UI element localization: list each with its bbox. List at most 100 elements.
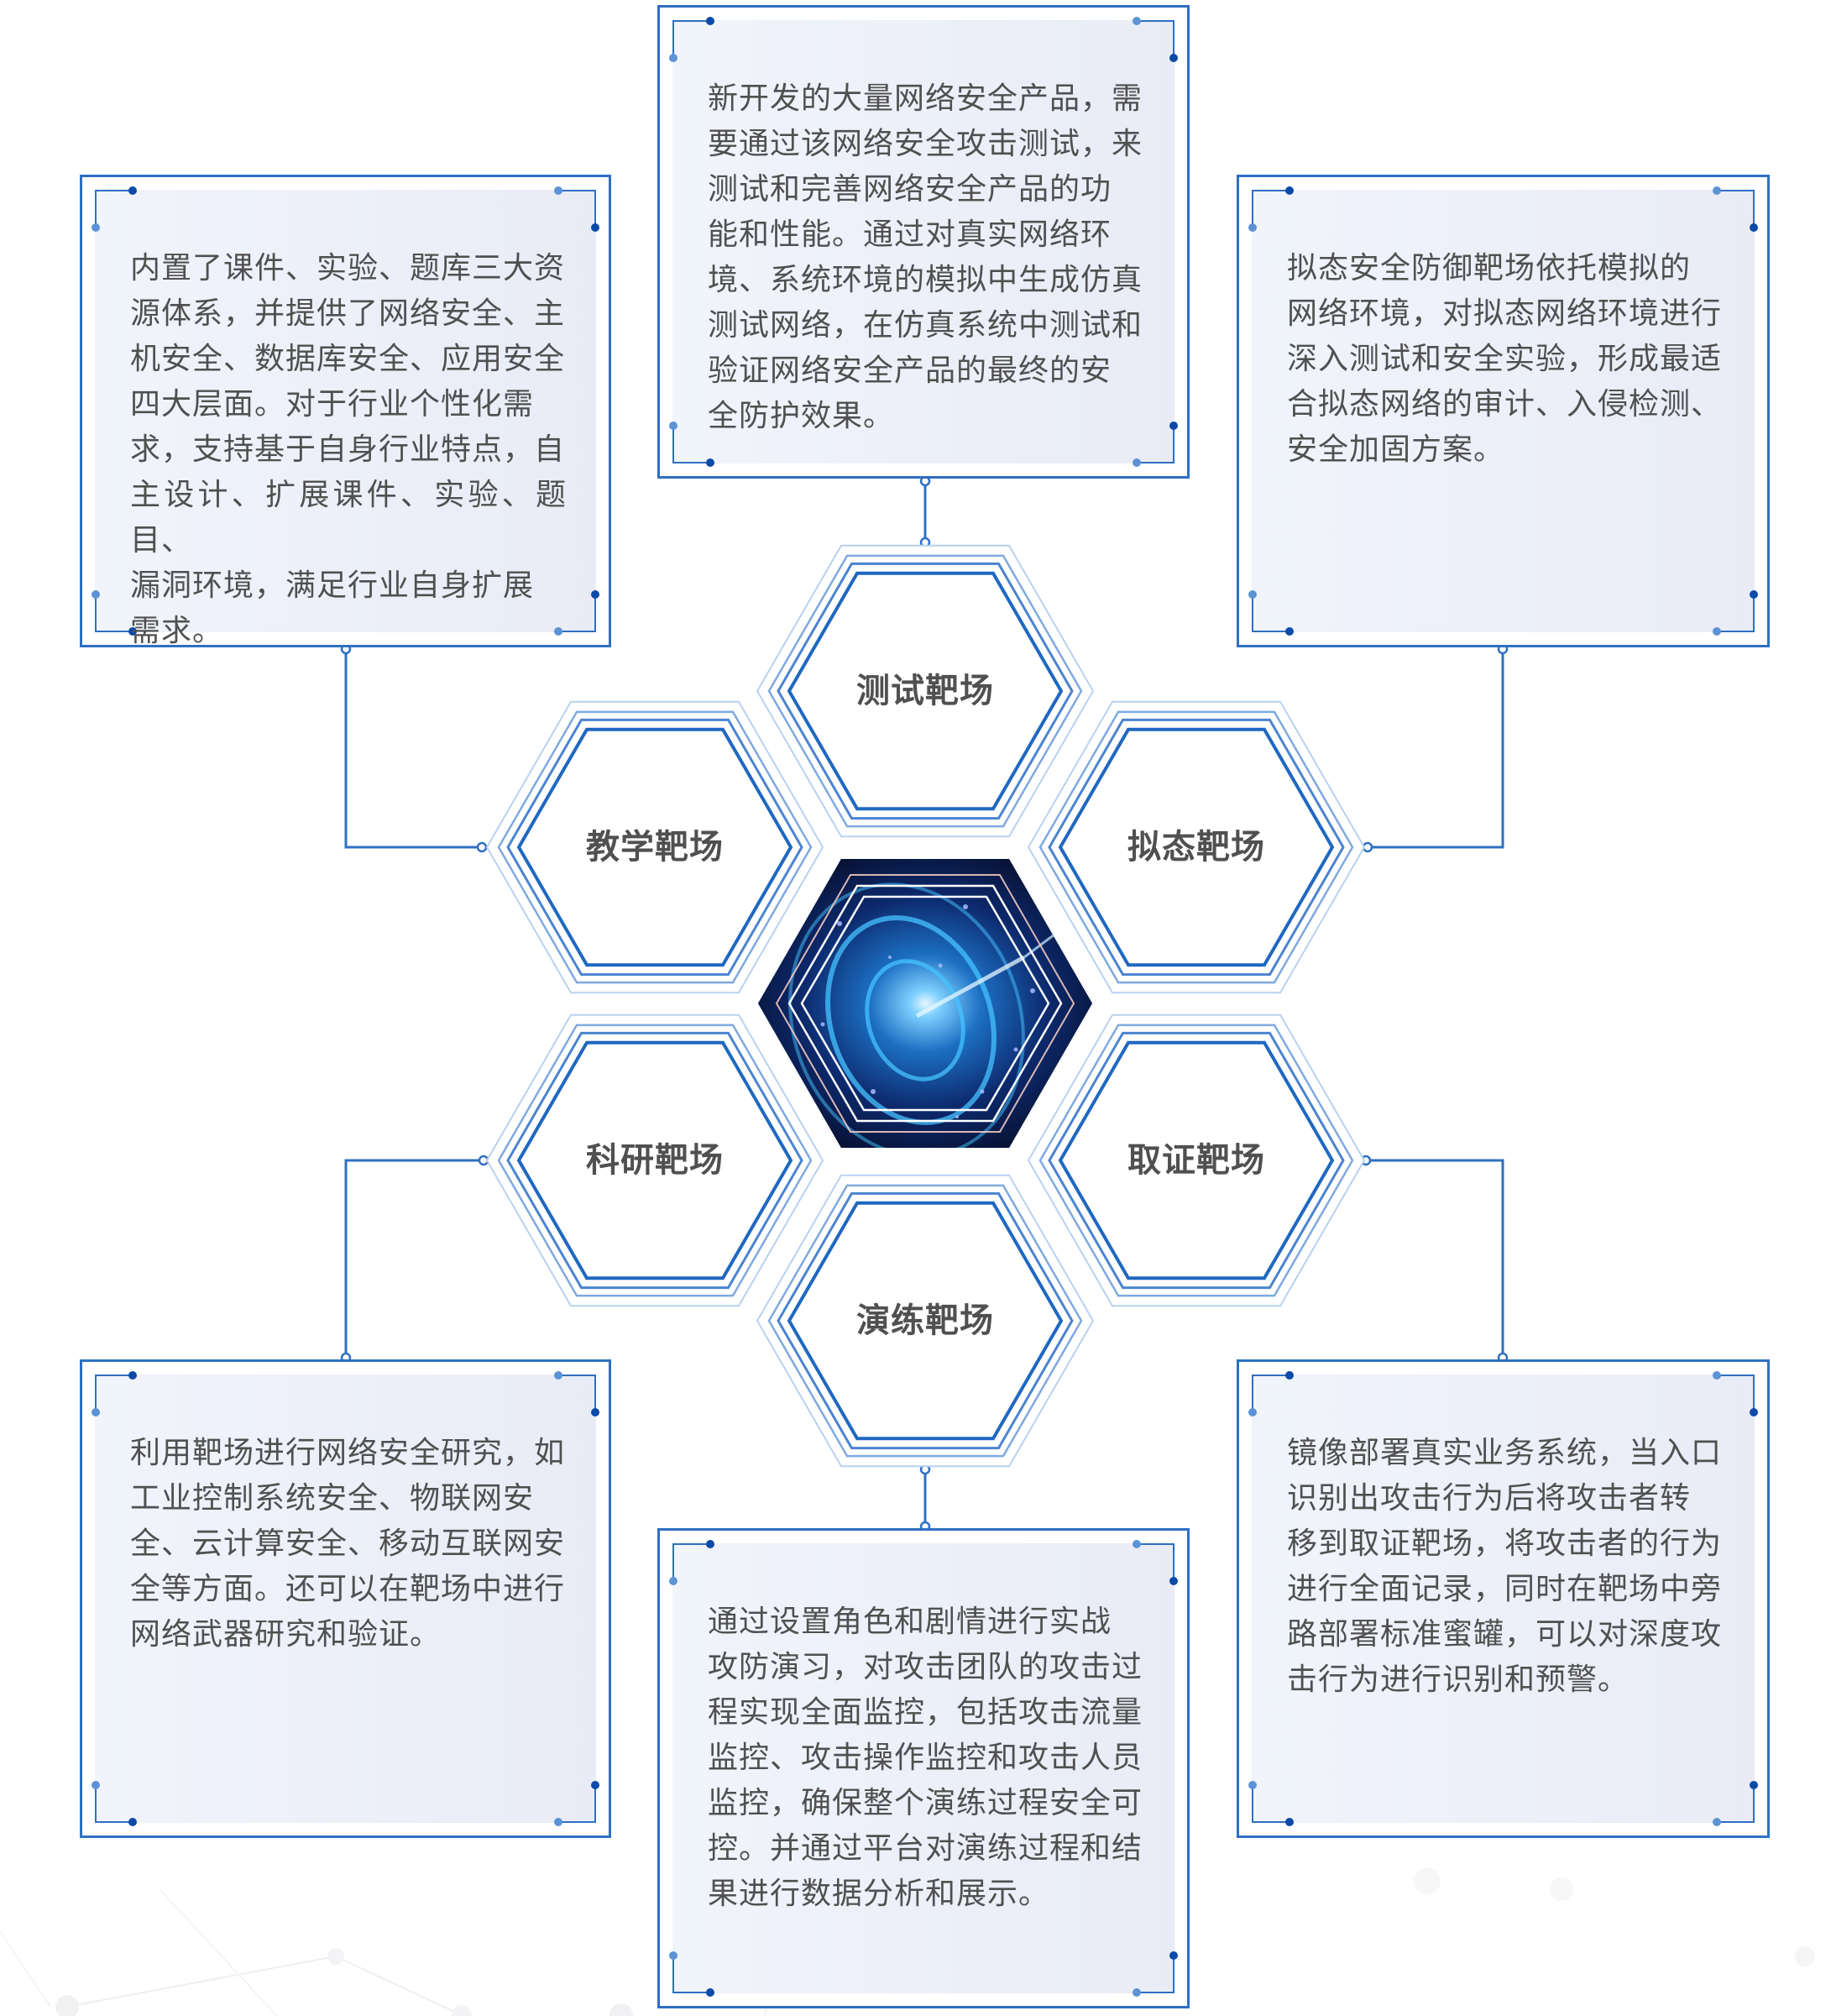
corner-bracket-br — [1136, 1955, 1174, 1993]
info-box-mimic: 拟态安全防御靶场依托模拟的网络环境，对拟态网络环境进行深入测试和安全实验，形成最… — [1237, 175, 1770, 647]
description-line: 攻防演习，对攻击团队的攻击过 — [708, 1650, 1143, 1684]
description-line: 通过设置角色和剧情进行实战 — [708, 1605, 1112, 1639]
box-panel — [672, 20, 1174, 463]
corner-dot — [1713, 1818, 1721, 1826]
corner-bracket-tl — [672, 1543, 711, 1582]
corner-dot — [128, 1818, 137, 1826]
corner-dot — [1750, 1781, 1758, 1789]
corner-dot — [1248, 223, 1257, 232]
description-line: 识别出攻击行为后将攻击者转 — [1287, 1481, 1692, 1516]
corner-dot — [669, 54, 677, 62]
corner-bracket-bl — [95, 594, 133, 632]
hex-label-research: 科研靶场 — [586, 1141, 724, 1180]
info-box-research: 利用靶场进行网络安全研究，如工业控制系统安全、物联网安全、云计算安全、移动互联网… — [80, 1359, 611, 1838]
box-description: 镜像部署真实业务系统，当入口识别出攻击行为后将攻击者转移到取证靶场，将攻击者的行… — [1287, 1431, 1725, 1703]
description-line: 机安全、数据库安全、应用安全 — [130, 342, 566, 376]
corner-bracket-bl — [1252, 1784, 1290, 1823]
description-line: 镜像部署真实业务系统，当入口 — [1287, 1436, 1723, 1470]
corner-dot — [92, 1781, 100, 1789]
corner-dot — [706, 1988, 714, 1997]
hexagon-drill — [756, 1174, 1095, 1468]
corner-dot — [1248, 1408, 1257, 1416]
corner-dot — [1713, 1371, 1721, 1380]
corner-dot — [669, 422, 677, 430]
target-arrow-icon — [788, 882, 1059, 1148]
corner-dot — [706, 1540, 714, 1548]
corner-bracket-tr — [1716, 1375, 1755, 1413]
box-panel — [95, 1375, 596, 1823]
box-description: 通过设置角色和剧情进行实战攻防演习，对攻击团队的攻击过程实现全面监控，包括攻击流… — [708, 1600, 1145, 1917]
description-line: 全防护效果。 — [708, 399, 895, 433]
corner-dot — [1169, 54, 1178, 62]
description-line: 网络武器研究和验证。 — [130, 1617, 442, 1652]
corner-bracket-br — [1136, 425, 1174, 463]
corner-dot — [1713, 186, 1721, 195]
box-panel — [95, 190, 596, 632]
corner-bracket-br — [557, 1784, 596, 1823]
description-line: 主设计、扩展课件、实验、题目、 — [130, 478, 567, 558]
corner-bracket-tr — [1716, 190, 1755, 228]
box-panel — [1252, 190, 1755, 632]
info-box-drill: 通过设置角色和剧情进行实战攻防演习，对攻击团队的攻击过程实现全面监控，包括攻击流… — [657, 1528, 1190, 2008]
box-description: 内置了课件、实验、题库三大资源体系，并提供了网络安全、主机安全、数据库安全、应用… — [130, 246, 567, 654]
description-line: 新开发的大量网络安全产品，需 — [708, 81, 1143, 116]
corner-dot — [1133, 17, 1141, 25]
corner-bracket-tl — [95, 1375, 133, 1413]
corner-dot — [706, 458, 714, 467]
description-line: 安全加固方案。 — [1287, 432, 1505, 467]
description-line: 要通过该网络安全攻击测试，来 — [708, 127, 1143, 161]
corner-bracket-bl — [95, 1784, 133, 1823]
hexagon-outlines — [485, 544, 1366, 1468]
box-description: 拟态安全防御靶场依托模拟的网络环境，对拟态网络环境进行深入测试和安全实验，形成最… — [1287, 246, 1725, 473]
description-line: 深入测试和安全实验，形成最适 — [1287, 342, 1723, 376]
hex-label-mimic: 拟态靶场 — [1127, 828, 1265, 867]
corner-dot — [1133, 1988, 1141, 1997]
corner-bracket-tl — [1252, 190, 1290, 228]
description-line: 控。并通过平台对演练过程和结 — [708, 1831, 1143, 1866]
description-line: 移到取证靶场，将攻击者的行为 — [1287, 1526, 1723, 1561]
corner-dot — [1169, 1577, 1178, 1585]
corner-dot — [1133, 458, 1141, 467]
description-line: 境、系统环境的模拟中生成仿真 — [708, 263, 1143, 297]
hex-label-teaching: 教学靶场 — [586, 828, 724, 867]
corner-bracket-tr — [1136, 1543, 1174, 1582]
box-panel — [672, 1543, 1174, 1993]
corner-dot — [669, 1577, 677, 1585]
info-box-teaching: 内置了课件、实验、题库三大资源体系，并提供了网络安全、主机安全、数据库安全、应用… — [80, 175, 611, 648]
corner-bracket-bl — [1252, 594, 1290, 632]
hexagon-research — [485, 1013, 824, 1307]
corner-dot — [591, 223, 599, 232]
description-line: 工业控制系统安全、物联网安 — [130, 1481, 535, 1516]
corner-dot — [1285, 186, 1294, 195]
corner-dot — [1169, 422, 1178, 430]
description-line: 路部署标准蜜罐，可以对深度攻 — [1287, 1617, 1723, 1652]
description-line: 测试网络，在仿真系统中测试和 — [708, 308, 1143, 343]
corner-bracket-tl — [95, 190, 133, 228]
corner-bracket-tr — [1136, 20, 1174, 59]
corner-dot — [1285, 1818, 1294, 1826]
description-line: 拟态安全防御靶场依托模拟的 — [1287, 251, 1692, 285]
description-line: 监控，确保整个演练过程安全可 — [708, 1786, 1143, 1820]
corner-dot — [92, 223, 100, 232]
corner-bracket-br — [557, 594, 596, 632]
box-panel — [1252, 1375, 1755, 1823]
corner-bracket-tl — [1252, 1375, 1290, 1413]
corner-dot — [1713, 627, 1721, 636]
description-line: 程实现全面监控，包括攻击流量 — [708, 1695, 1143, 1730]
corner-bracket-tr — [557, 1375, 596, 1413]
description-line: 验证网络安全产品的最终的安 — [708, 353, 1112, 388]
corner-dot — [1133, 1540, 1141, 1548]
corner-dot — [1169, 1951, 1178, 1960]
description-line: 能和性能。通过对真实网络环 — [708, 217, 1112, 252]
description-line: 求，支持基于自身行业特点，自 — [130, 432, 566, 467]
corner-dot — [591, 1781, 599, 1789]
corner-dot — [1248, 1781, 1257, 1789]
hexagon-forensics — [1027, 1013, 1366, 1307]
center-target-hexagon — [758, 859, 1092, 1148]
description-line: 需求。 — [130, 614, 224, 648]
corner-dot — [92, 1408, 100, 1416]
description-line: 源体系，并提供了网络安全、主 — [130, 296, 566, 331]
corner-dot — [554, 1371, 562, 1380]
description-line: 四大层面。对于行业个性化需 — [130, 387, 535, 422]
